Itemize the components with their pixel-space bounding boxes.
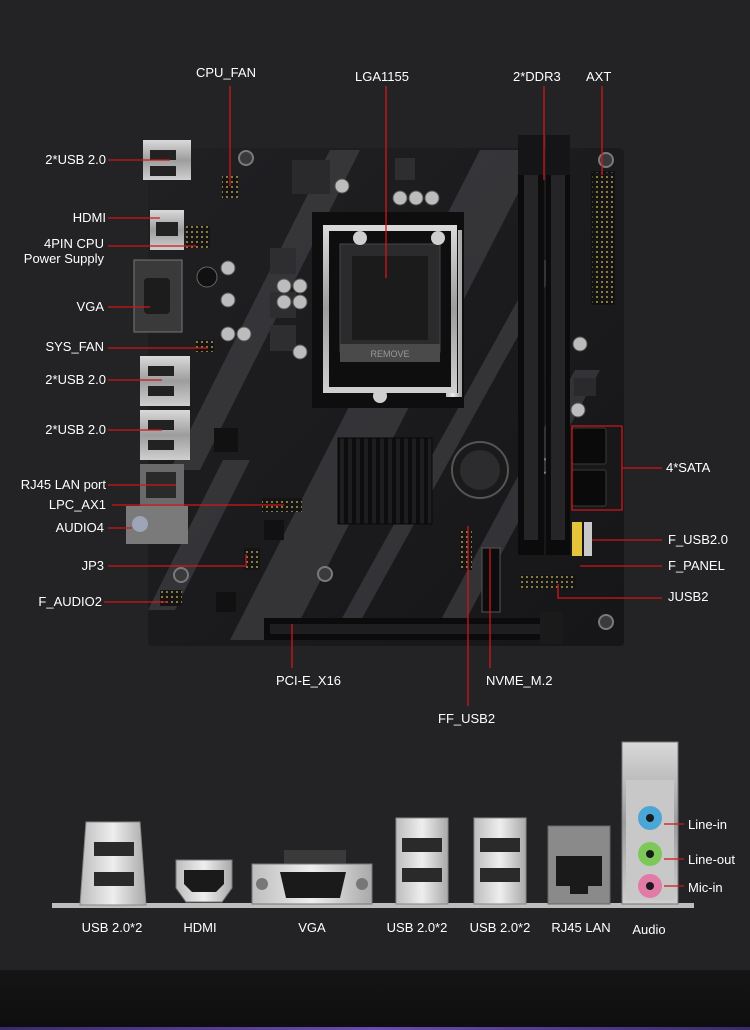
bottom-glow-line	[0, 1027, 750, 1030]
io-vga-port	[251, 850, 373, 905]
label-ff-usb2: FF_USB2	[438, 711, 496, 726]
sata-ports	[571, 427, 607, 507]
lga1155-socket: REMOVE	[312, 212, 464, 408]
label-pcie: PCI-E_X16	[276, 673, 342, 688]
label-f-audio2: F_AUDIO2	[38, 594, 102, 609]
io-panel-illustration	[52, 741, 694, 908]
io-audio-ports	[621, 741, 679, 905]
atx-24pin-connector	[591, 171, 615, 305]
io-label-hdmi: HDMI	[183, 920, 217, 935]
label-nvme: NVME_M.2	[486, 673, 553, 688]
io-label-line-in: Line-in	[688, 817, 728, 832]
board-rear-io	[126, 140, 472, 606]
io-label-rj45: RJ45 LAN	[551, 920, 611, 935]
io-label-audio: Audio	[632, 922, 666, 937]
ddr3-slots	[518, 135, 570, 555]
label-cpu-power-line1: 4PIN CPU	[44, 236, 104, 251]
label-ddr3: 2*DDR3	[513, 69, 561, 84]
io-usb-a-port	[79, 821, 147, 906]
label-usb20-top: 2*USB 2.0	[45, 152, 106, 167]
bottom-decor-strip	[0, 970, 750, 1030]
io-label-usb-a: USB 2.0*2	[81, 920, 143, 935]
io-label-usb-b: USB 2.0*2	[386, 920, 448, 935]
io-label-usb-c: USB 2.0*2	[469, 920, 531, 935]
label-lga1155: LGA1155	[355, 69, 409, 84]
io-label-vga: VGA	[298, 920, 326, 935]
io-usb-b-port	[395, 817, 449, 905]
jusb2-header	[520, 575, 576, 589]
front-panel-headers	[572, 522, 592, 556]
label-cpu-power-line2: Power Supply	[23, 251, 104, 266]
label-sys-fan: SYS_FAN	[45, 339, 104, 354]
label-axt: AXT	[586, 69, 612, 84]
nvme-m2-slot	[481, 547, 501, 613]
label-cpu-fan: CPU_FAN	[196, 65, 256, 80]
label-f-usb20: F_USB2.0	[668, 532, 728, 547]
io-hdmi-port	[175, 859, 233, 903]
label-jusb2: JUSB2	[668, 589, 709, 604]
io-label-line-out: Line-out	[688, 852, 735, 867]
io-label-mic-in: Mic-in	[688, 880, 723, 895]
label-usb20-mid1: 2*USB 2.0	[45, 372, 106, 387]
label-hdmi: HDMI	[72, 210, 106, 225]
pcie-x16-slot	[264, 612, 562, 644]
label-f-panel: F_PANEL	[668, 558, 725, 573]
callout-lines	[104, 86, 662, 706]
io-rj45-port	[547, 825, 611, 905]
board-components	[196, 158, 596, 612]
label-jp3: JP3	[81, 558, 104, 573]
label-vga: VGA	[76, 299, 104, 314]
io-usb-c-port	[473, 817, 527, 905]
cmos-battery	[451, 441, 509, 499]
label-usb20-mid2: 2*USB 2.0	[45, 422, 106, 437]
label-audio4: AUDIO4	[55, 520, 104, 535]
label-lpc-ax1: LPC_AX1	[48, 497, 106, 512]
label-sata: 4*SATA	[666, 460, 711, 475]
label-rj45: RJ45 LAN port	[20, 477, 106, 492]
socket-silk-text: REMOVE	[370, 349, 409, 359]
chipset-heatsink	[337, 437, 433, 525]
